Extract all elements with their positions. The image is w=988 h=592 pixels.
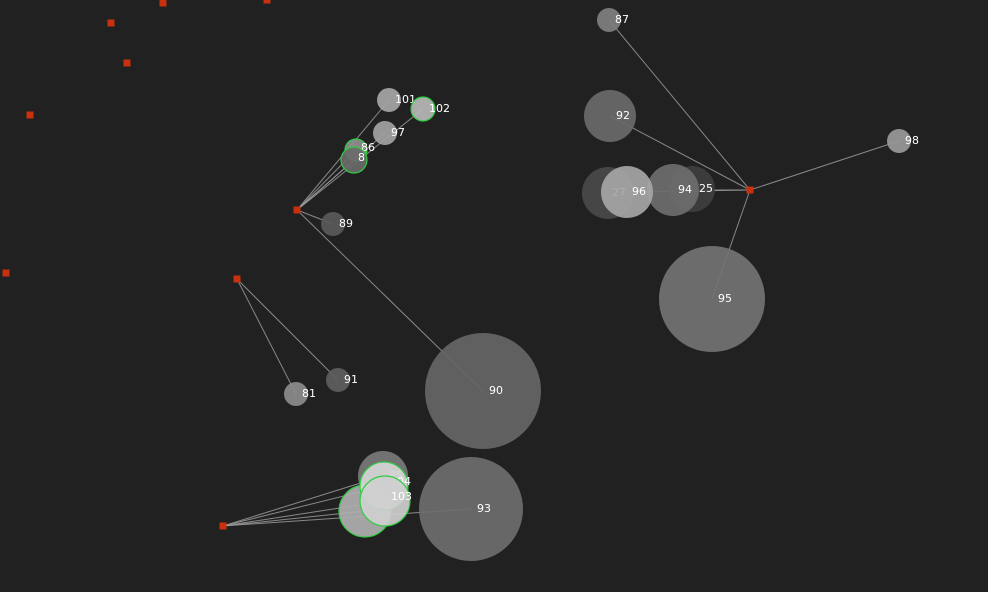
node-98[interactable]: 98 [887, 129, 919, 153]
hub-d-marker[interactable] [123, 59, 131, 67]
node-circle-103[interactable] [359, 475, 411, 527]
hub-f-marker[interactable] [293, 206, 301, 214]
node-circle-93[interactable] [419, 457, 523, 561]
hub-h-marker[interactable] [746, 186, 754, 194]
node-90[interactable]: 90 [425, 333, 541, 449]
node-circle-91[interactable] [326, 368, 350, 392]
link-hub-j-85 [222, 475, 384, 527]
node-circle-98[interactable] [887, 129, 911, 153]
node-label-97: 97 [391, 126, 405, 139]
node-label-86: 86 [361, 141, 375, 154]
node-circle-97[interactable] [373, 121, 397, 145]
node-87[interactable]: 87 [597, 8, 629, 32]
node-label-92: 92 [616, 109, 630, 122]
node-81[interactable]: 81 [284, 382, 316, 406]
node-91[interactable]: 91 [326, 368, 358, 392]
hub-b-marker[interactable] [263, 0, 271, 4]
node-label-8: 8 [358, 151, 365, 164]
node-89[interactable]: 89 [321, 212, 353, 236]
node-label-102: 102 [429, 102, 450, 115]
node-96[interactable]: 96 [601, 166, 653, 218]
node-label-87: 87 [615, 13, 629, 26]
node-circle-90[interactable] [425, 333, 541, 449]
node-circle-81[interactable] [284, 382, 308, 406]
node-circle-101[interactable] [377, 88, 401, 112]
node-label-101: 101 [395, 93, 416, 106]
node-97[interactable]: 97 [373, 121, 405, 145]
node-93[interactable]: 93 [419, 457, 523, 561]
node-label-96: 96 [632, 185, 646, 198]
node-8[interactable]: 8 [340, 146, 368, 174]
node-label-103: 103 [391, 490, 412, 503]
hub-a-marker[interactable] [159, 0, 167, 7]
node-95[interactable]: 95 [659, 246, 765, 352]
node-circle-95[interactable] [659, 246, 765, 352]
node-label-90: 90 [489, 384, 503, 397]
node-circle-8[interactable] [340, 146, 368, 174]
hub-j-marker[interactable] [219, 522, 227, 530]
node-103[interactable]: 103 [359, 475, 412, 527]
node-label-25: 25 [699, 182, 713, 195]
link-hub-g-91 [236, 278, 339, 381]
node-label-98: 98 [905, 134, 919, 147]
node-label-93: 93 [477, 502, 491, 515]
node-label-95: 95 [718, 292, 732, 305]
node-circle-94[interactable] [647, 164, 699, 216]
node-circle-92[interactable] [584, 90, 636, 142]
link-hub-h-92 [609, 115, 751, 191]
hub-e-marker[interactable] [26, 111, 34, 119]
hub-layer [2, 0, 754, 530]
link-hub-h-87 [608, 19, 751, 191]
node-label-89: 89 [339, 217, 353, 230]
node-circle-96[interactable] [601, 166, 653, 218]
node-94[interactable]: 94 [647, 164, 699, 216]
node-circle-87[interactable] [597, 8, 621, 32]
node-101[interactable]: 101 [377, 88, 416, 112]
hub-i-marker[interactable] [2, 269, 10, 277]
node-layer: 8792982725949695101102978688991819093851… [284, 8, 919, 561]
node-label-94: 94 [678, 183, 692, 196]
node-label-81: 81 [302, 387, 316, 400]
link-hub-h-98 [749, 140, 900, 191]
node-label-91: 91 [344, 373, 358, 386]
node-circle-102[interactable] [410, 96, 436, 122]
link-layer [222, 19, 900, 527]
node-circle-89[interactable] [321, 212, 345, 236]
hub-g-marker[interactable] [233, 275, 241, 283]
node-102[interactable]: 102 [410, 96, 450, 122]
hub-c-marker[interactable] [107, 19, 115, 27]
link-hub-g-81 [236, 278, 297, 395]
node-92[interactable]: 92 [584, 90, 636, 142]
